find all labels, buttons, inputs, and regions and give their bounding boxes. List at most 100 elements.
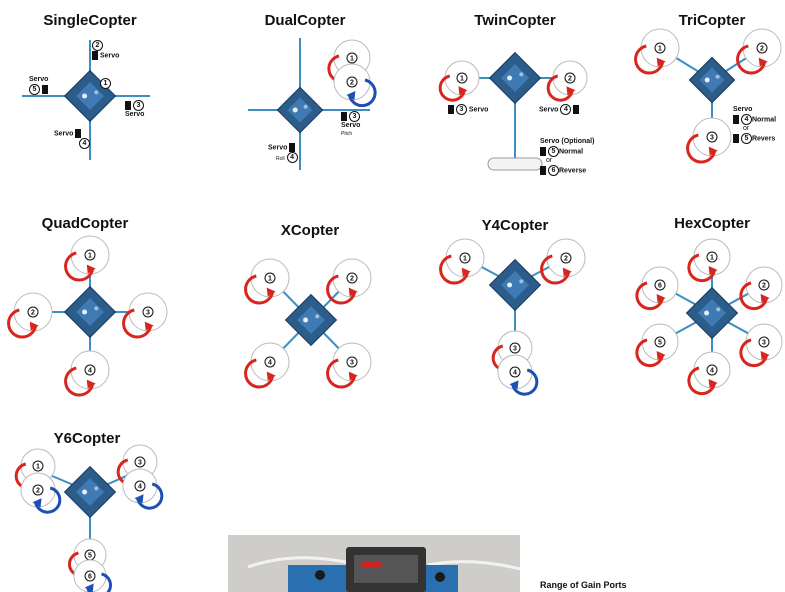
- board-led: [507, 282, 513, 288]
- board-led: [94, 306, 99, 311]
- motor-number-circle: [346, 52, 358, 64]
- rotation-arrow-cw: [687, 253, 717, 283]
- motor-number-circle: [756, 42, 768, 54]
- arrow-head: [656, 293, 666, 303]
- board-led: [82, 489, 88, 495]
- arrow-head: [758, 57, 768, 67]
- dual-servo-3-label: 3 Servo Pitch: [341, 111, 361, 137]
- board-led: [315, 314, 320, 319]
- motor-number: 3: [350, 360, 354, 367]
- receiver-photo: [228, 535, 520, 592]
- arrow-head: [134, 494, 144, 504]
- arrow-head: [346, 90, 356, 100]
- arrow-head: [461, 267, 471, 277]
- title-y6copter: Y6Copter: [53, 430, 121, 447]
- rotation-arrow-cw: [540, 254, 571, 285]
- rotation-arrow-cw: [686, 133, 717, 164]
- motor-number: 3: [710, 135, 714, 142]
- motor-number: 2: [36, 488, 40, 495]
- rotation-arrow-cw: [546, 74, 574, 102]
- servo-connector-icon: [573, 105, 580, 114]
- arrow-head: [86, 264, 96, 274]
- motor-number-circle: [706, 364, 718, 376]
- motor-number: 4: [88, 368, 92, 375]
- arrow-head: [348, 287, 358, 297]
- motor-number: 3: [146, 310, 150, 317]
- motor-number-circle: [654, 42, 666, 54]
- servo-connector-icon: [125, 101, 131, 110]
- arrow-head: [760, 293, 770, 303]
- title-hexcopter: HexCopter: [674, 215, 750, 232]
- arrow-head: [656, 57, 666, 67]
- motor-number: 1: [710, 255, 714, 262]
- servo-connector-icon: [448, 105, 454, 114]
- servo-connector-icon: [341, 112, 347, 121]
- rotation-arrow-cw: [326, 274, 357, 305]
- arrow-head: [32, 498, 42, 508]
- board-led: [82, 93, 88, 99]
- motor-number: 4: [710, 368, 714, 375]
- motor-number: 1: [463, 256, 467, 263]
- motor-number: 2: [568, 76, 572, 83]
- motor-number: 1: [350, 56, 354, 63]
- rotation-arrow-cw: [326, 358, 357, 389]
- arrow-head: [458, 86, 468, 96]
- arrow-head: [348, 371, 358, 381]
- rotation-arrow-cw: [7, 308, 38, 339]
- motor-number: 3: [762, 340, 766, 347]
- motor-number: 4: [268, 360, 272, 367]
- board-led: [704, 77, 710, 83]
- arrow-head: [509, 380, 519, 390]
- arrow-head: [708, 265, 718, 275]
- arrow-head: [566, 86, 576, 96]
- motor-number-circle: [346, 76, 358, 88]
- servo-connector-icon: [733, 134, 739, 143]
- motor-number: 5: [658, 340, 662, 347]
- motor-number: 6: [88, 574, 92, 581]
- rotation-arrow-cw: [122, 308, 153, 339]
- motor-number-circle: [706, 131, 718, 143]
- arrow-head: [266, 287, 276, 297]
- board-led: [94, 90, 99, 95]
- servo-connector-icon: [733, 115, 739, 124]
- motor-number: 3: [513, 346, 517, 353]
- motor-number: 2: [31, 310, 35, 317]
- motor-number-circle: [32, 460, 44, 472]
- servo-connector-icon: [540, 166, 546, 175]
- board-led: [292, 107, 298, 113]
- motor-number-2: 2: [92, 40, 103, 51]
- title-singlecopter: SingleCopter: [43, 12, 137, 29]
- board-led: [94, 486, 99, 491]
- servo-connector-icon: [540, 147, 546, 156]
- board-led: [303, 104, 308, 109]
- motor-number-circle: [27, 306, 39, 318]
- board-led: [507, 75, 513, 81]
- arrow-head: [266, 371, 276, 381]
- rotation-arrow-cw: [739, 338, 769, 368]
- rotation-arrow-cw: [736, 44, 767, 75]
- motor-number-circle: [134, 480, 146, 492]
- rotation-arrow-cw: [687, 366, 717, 396]
- title-dualcopter: DualCopter: [264, 12, 346, 29]
- motor-number-circle: [758, 336, 770, 348]
- title-xcopter: XCopter: [280, 222, 340, 239]
- motor-number-circle: [509, 342, 521, 354]
- board-led: [716, 307, 721, 312]
- rotation-arrow-cw: [244, 358, 275, 389]
- motor-number-circle: [264, 356, 276, 368]
- rotation-arrow-ccw: [86, 572, 112, 592]
- motor-number: 2: [760, 46, 764, 53]
- motor-number-circle: [456, 72, 468, 84]
- rotation-arrow-cw: [635, 338, 665, 368]
- motor-number-circle: [459, 252, 471, 264]
- motor-number: 1: [658, 46, 662, 53]
- rotation-arrow-cw: [244, 274, 275, 305]
- motor-number-circle: [654, 279, 666, 291]
- arrow-head: [708, 378, 718, 388]
- motor-number-circle: [84, 249, 96, 261]
- board-led: [715, 74, 720, 79]
- motor-number: 1: [36, 464, 40, 471]
- motor-number-circle: [142, 306, 154, 318]
- arrow-head: [562, 267, 572, 277]
- board-led: [303, 317, 309, 323]
